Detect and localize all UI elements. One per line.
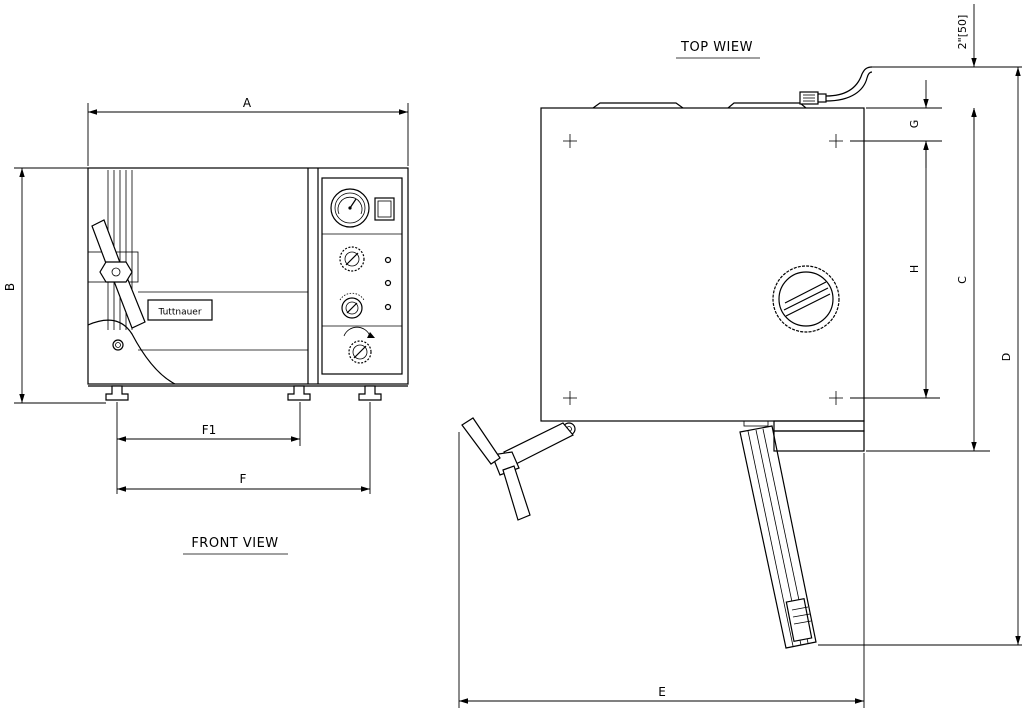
knob-selector-inner <box>352 344 368 360</box>
top-handle <box>461 417 576 521</box>
gauge-scale-arc <box>337 196 363 215</box>
safety-valve-cap-icon <box>772 265 840 333</box>
knob-selector-icon <box>348 340 372 364</box>
indicator-light-icon <box>384 303 392 311</box>
control-panel <box>321 177 403 375</box>
safety-valve-slot <box>783 281 831 317</box>
pressure-gauge-face <box>334 192 366 224</box>
knob-temperature-icon <box>341 297 363 319</box>
top-view-caption: TOP WIEW <box>680 40 753 55</box>
dim-c-label: C <box>956 276 969 284</box>
brand-label-plate <box>147 299 213 321</box>
temp-scale-arc <box>339 292 365 301</box>
selector-arrow-head <box>367 332 375 338</box>
power-cord <box>825 66 873 97</box>
hinge-block <box>773 430 865 452</box>
dim-cord-offset-label: 2"[50] <box>956 15 969 50</box>
door-latch-block <box>785 597 813 643</box>
selector-arrow-arc <box>343 326 371 337</box>
safety-valve-ring <box>778 271 834 327</box>
top-body-outline <box>540 107 865 422</box>
dim-h-label: H <box>908 265 921 273</box>
door-handle <box>91 219 146 329</box>
dim-a-label: A <box>243 96 252 110</box>
dim-g-label: G <box>908 120 921 129</box>
hinge-tab <box>743 420 769 427</box>
handle-grip-upper <box>461 417 501 465</box>
display-window-inner <box>377 200 392 218</box>
corner-marks <box>563 134 843 405</box>
knob-temperature-inner <box>345 301 359 315</box>
dim-e-label: E <box>658 685 666 699</box>
plug-strain-relief <box>817 93 827 103</box>
dim-d-label: D <box>1000 353 1013 361</box>
knob-timer-icon <box>339 246 365 272</box>
knob-temperature-pointer <box>346 302 358 314</box>
knob-selector-pointer <box>353 345 367 359</box>
power-cord-edge <box>825 71 873 102</box>
foot-left <box>105 385 129 401</box>
dim-f1-label: F1 <box>202 423 217 437</box>
foot-right <box>358 385 382 401</box>
lid-bump-left <box>592 102 684 109</box>
gauge-needle <box>349 198 357 209</box>
open-door <box>739 425 817 649</box>
pressure-gauge-icon <box>330 188 370 228</box>
handle-pivot-icon <box>111 267 121 277</box>
latch-rib <box>793 620 812 625</box>
front-view-caption: FRONT VIEW <box>191 536 278 551</box>
top-view: TOP WIEW <box>458 4 1022 708</box>
front-feet <box>105 385 382 401</box>
dim-f-label: F <box>240 472 247 486</box>
knob-timer-pointer <box>345 252 359 266</box>
door-line <box>747 430 794 647</box>
gauge-center <box>348 206 352 210</box>
hinge-top <box>773 420 865 432</box>
latch-rib <box>792 613 811 618</box>
dim-b-label: B <box>3 283 17 291</box>
door-panel <box>739 425 817 649</box>
display-window <box>374 197 395 221</box>
lid-bump-right <box>727 102 807 109</box>
drain-valve-icon <box>112 339 124 351</box>
door-skirt-curve <box>87 319 176 385</box>
indicator-light-icon <box>384 279 392 287</box>
latch-rib <box>791 606 809 611</box>
knob-timer-inner <box>344 251 360 267</box>
front-view: Tuttnauer <box>3 96 409 555</box>
foot-middle <box>287 385 311 401</box>
drain-valve-inner <box>115 342 121 348</box>
indicator-light-icon <box>384 256 392 264</box>
brand-label: Tuttnauer <box>157 308 201 318</box>
handle-grip-lower <box>502 465 531 521</box>
